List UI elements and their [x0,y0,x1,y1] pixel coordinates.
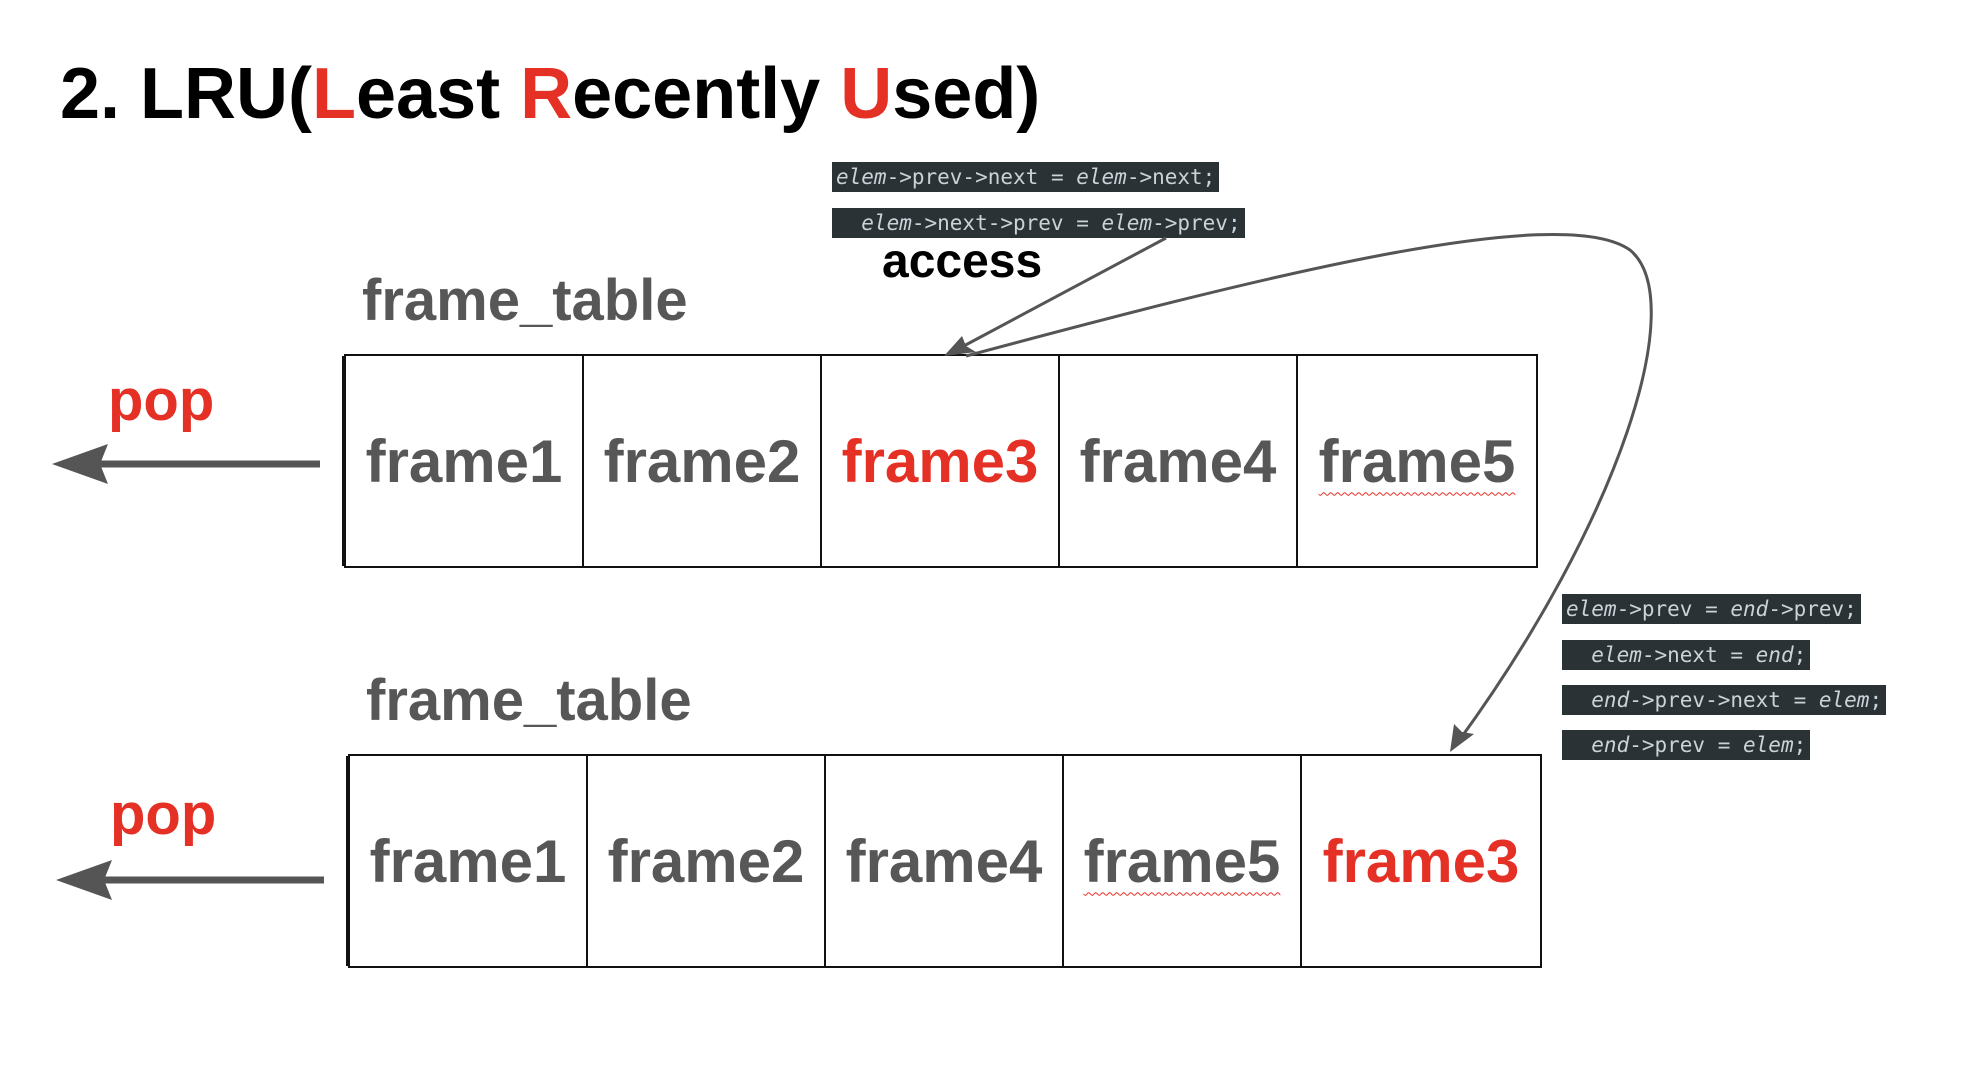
code-snippet-relink-2: elem->next = end; [1562,640,1811,670]
bottom-frame-table: frame1 frame2 frame4 frame5 frame3 [348,754,1542,968]
top-frame-table-label: frame_table [362,268,688,333]
top-frame-cell: frame5 [1318,427,1516,495]
bottom-frame-cell: frame4 [826,756,1064,966]
bottom-frame-cell: frame1 [350,756,588,966]
code-snippet-unlink-prev: elem->next->prev = elem->prev; [832,208,1245,238]
code-snippet-relink-4: end->prev = elem; [1562,730,1811,760]
top-frame-cell: frame2 [584,356,822,566]
bottom-frame-cell: frame5 [1064,756,1302,966]
top-pop-label: pop [108,368,215,433]
access-label: access [882,235,1043,288]
bottom-pop-arrow [56,860,324,900]
bottom-pop-label: pop [110,782,217,847]
top-frame-table: frame1 frame2 frame3 frame4 frame5 [344,354,1538,568]
code-snippet-unlink-next: elem->prev->next = elem->next; [832,162,1220,192]
code-snippet-relink-1: elem->prev = end->prev; [1562,594,1861,624]
bottom-frame-cell: frame2 [588,756,826,966]
access-arrow [944,236,1167,356]
page-title: 2. LRU(Least Recently Used) [60,54,1041,134]
bottom-frame-cell-accessed: frame3 [1322,827,1520,895]
move-to-end-arrow [965,232,1653,752]
bottom-frame-table-label: frame_table [366,668,692,733]
top-pop-arrow [52,444,320,484]
top-frame-cell-accessed: frame3 [822,356,1060,566]
top-frame-cell: frame1 [346,356,584,566]
code-snippet-relink-3: end->prev->next = elem; [1562,685,1887,715]
top-frame-cell: frame4 [1060,356,1298,566]
